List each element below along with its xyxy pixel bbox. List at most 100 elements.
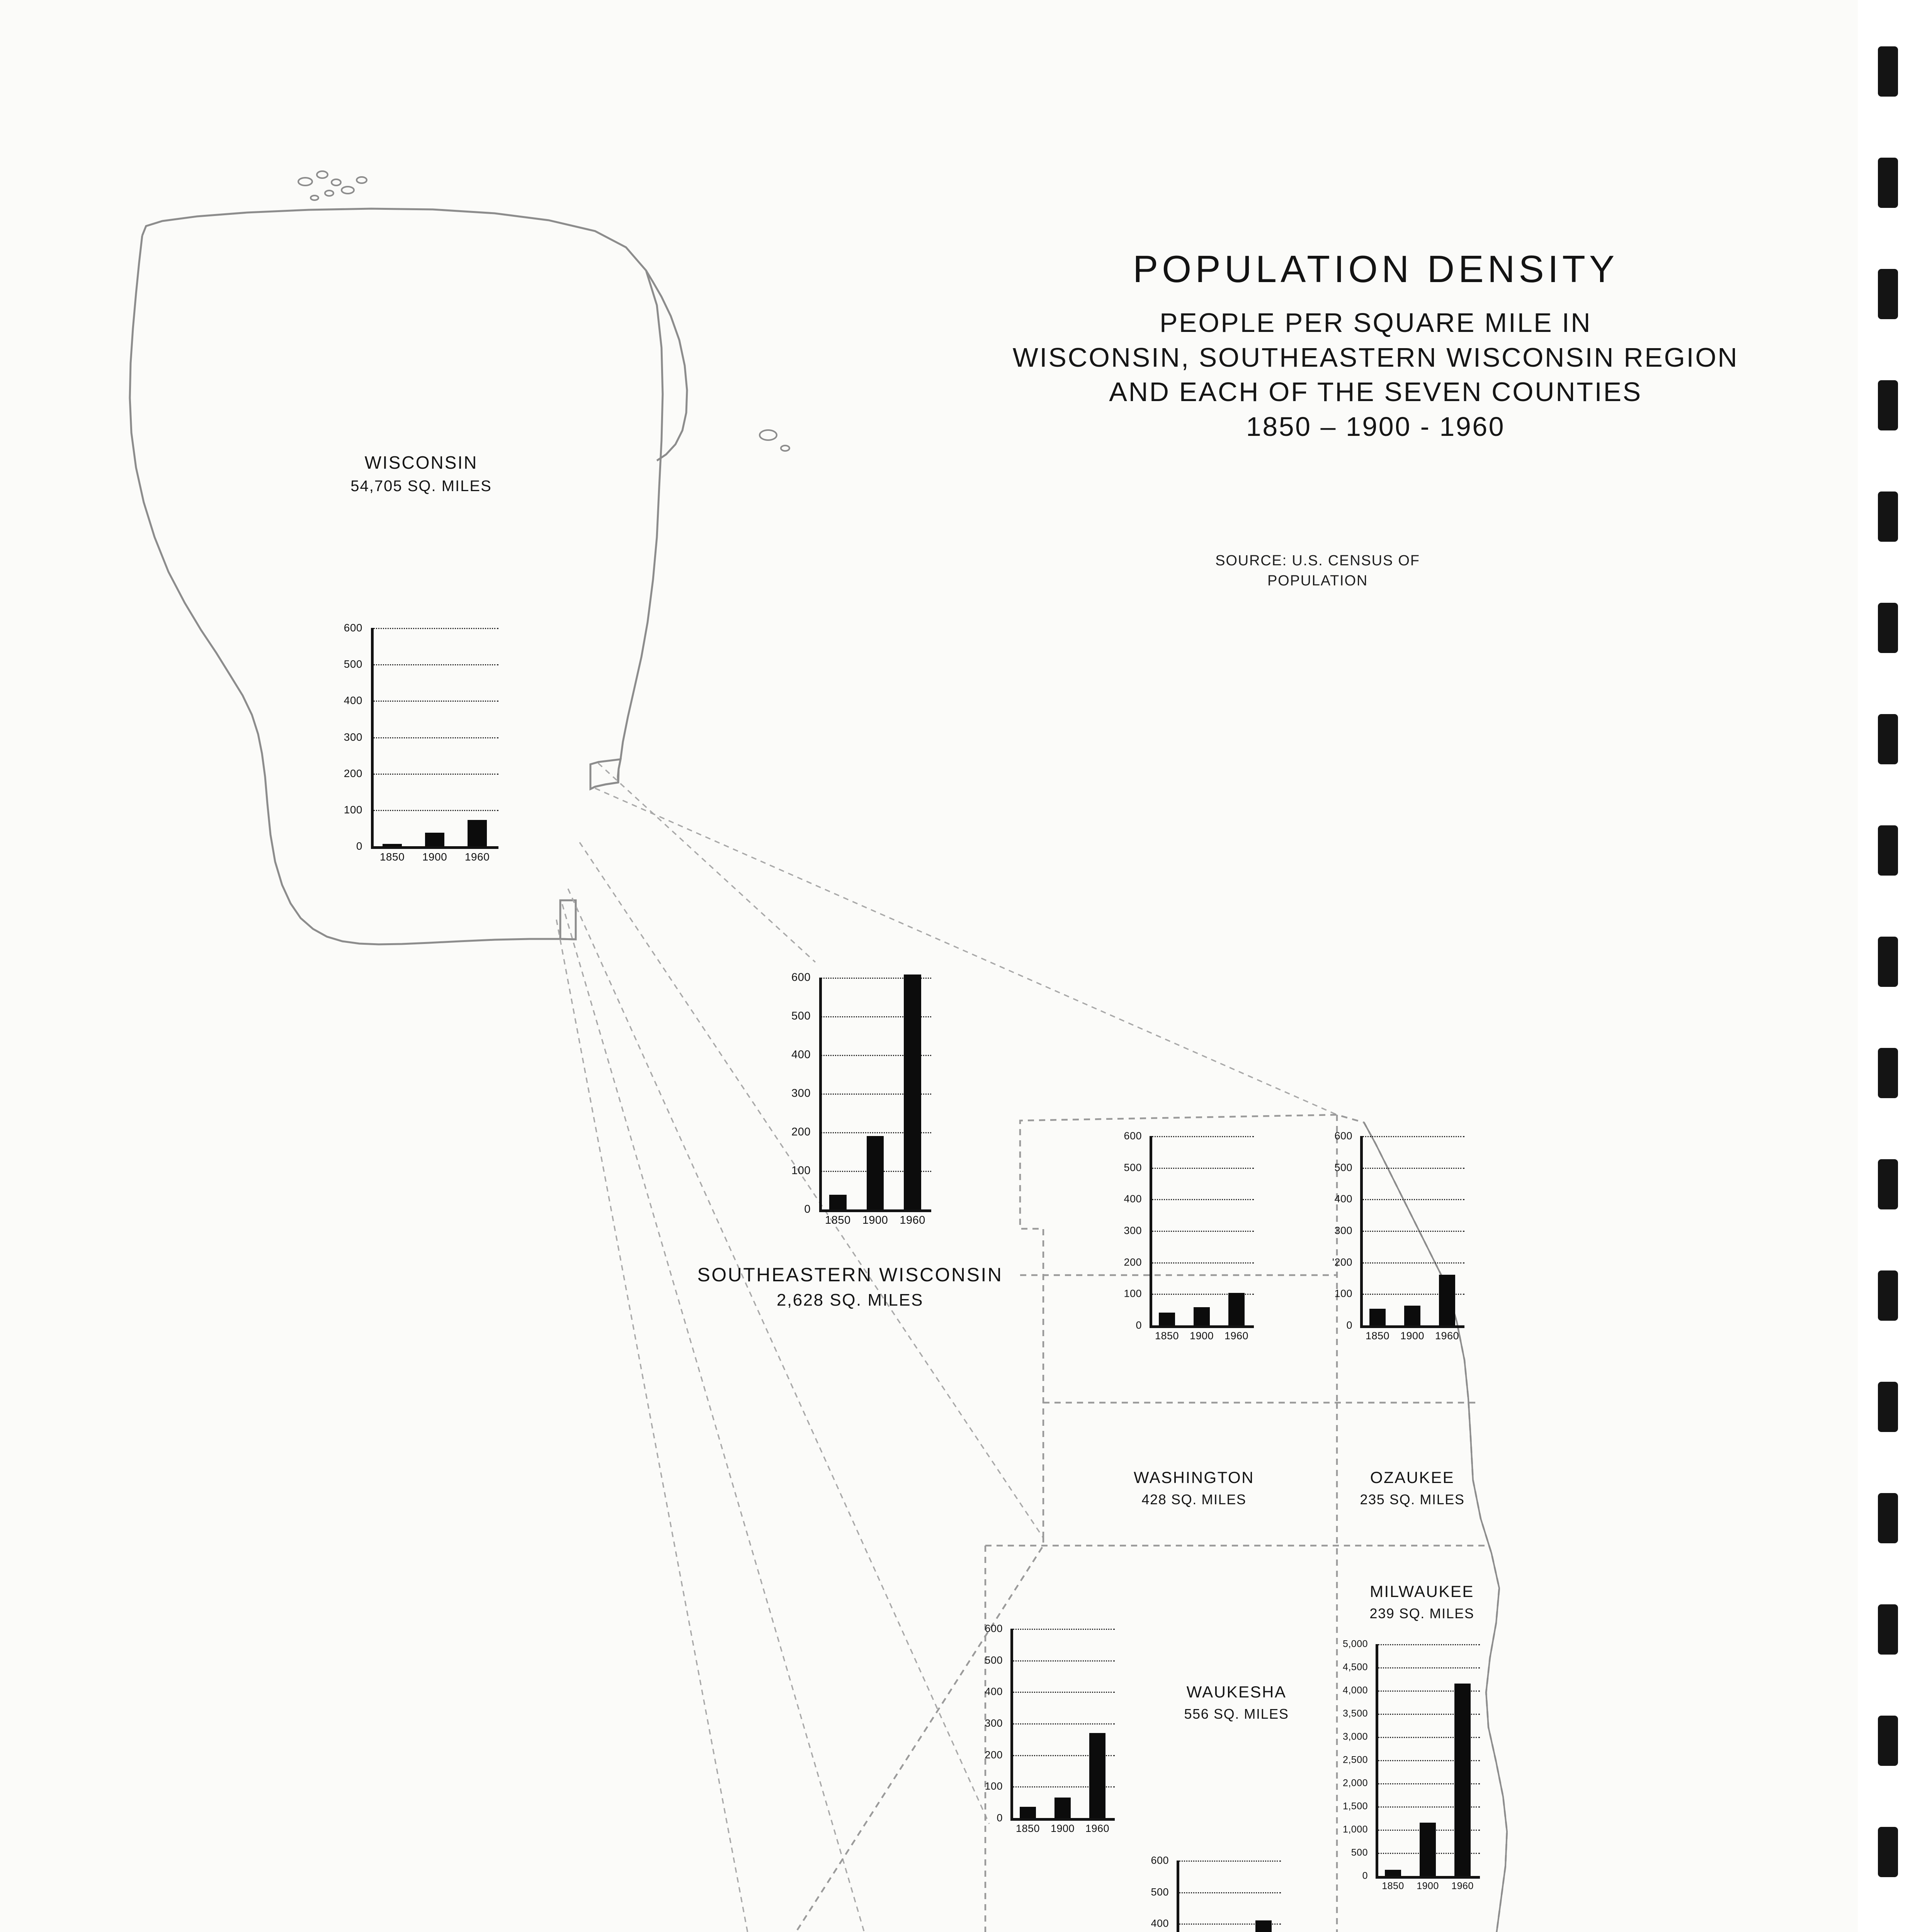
gridline: [1376, 1806, 1480, 1808]
bar-1900: [1194, 1307, 1210, 1325]
caption-washington: WASHINGTON 428 SQ. MILES: [1074, 1468, 1314, 1508]
bar-1960: [1228, 1293, 1245, 1325]
binder-punch-hole: [1878, 603, 1898, 653]
y-axis-line: [1150, 1136, 1152, 1325]
gridline: [1376, 1783, 1480, 1784]
gridline: [819, 1016, 931, 1017]
caption-wisconsin: WISCONSIN 54,705 SQ. MILES: [294, 452, 549, 495]
gridline: [371, 628, 498, 629]
bar-1900: [1404, 1306, 1420, 1325]
caption-milwaukee-name: MILWAUKEE: [1370, 1582, 1474, 1600]
x-axis-tick-label: 1850: [1382, 1881, 1404, 1891]
caption-waukesha-area: 556 SQ. MILES: [1184, 1706, 1289, 1722]
binder-punch-hole: [1878, 1716, 1898, 1766]
gridline: [1376, 1714, 1480, 1715]
x-axis-tick-label: 1960: [1451, 1881, 1474, 1891]
gridline: [1360, 1294, 1464, 1295]
y-axis-tick-label: 600: [344, 622, 362, 634]
y-axis-tick-label: 300: [344, 731, 362, 743]
x-axis-tick-label: 1960: [900, 1214, 925, 1226]
gridline: [371, 737, 498, 738]
bar-1960: [1439, 1275, 1455, 1325]
y-axis-line: [1376, 1644, 1378, 1876]
y-axis-tick-label: 0: [356, 840, 362, 852]
gridline: [1376, 1644, 1480, 1645]
y-axis-tick-label: 0: [1346, 1319, 1352, 1331]
island-outline: [298, 177, 313, 186]
y-axis-tick-label: 0: [1136, 1319, 1142, 1331]
bar-1900: [1420, 1823, 1436, 1876]
gridline: [1360, 1167, 1464, 1169]
gridline: [819, 1055, 931, 1056]
y-axis-line: [819, 978, 822, 1209]
bar-1960: [467, 820, 487, 846]
gridline: [1150, 1294, 1254, 1295]
y-axis-tick-label: 600: [985, 1622, 1003, 1634]
gridline: [819, 978, 931, 979]
gridline: [819, 1132, 931, 1133]
gridline: [1360, 1199, 1464, 1201]
y-axis-tick-label: 0: [804, 1203, 811, 1216]
y-axis-tick-label: 200: [344, 767, 362, 779]
x-axis-tick-label: 1850: [1365, 1330, 1390, 1342]
x-axis-tick-label: 1850: [379, 851, 405, 863]
leader-line: [567, 888, 990, 1824]
x-axis-tick-label: 1960: [1435, 1330, 1459, 1342]
y-axis-tick-label: 100: [1124, 1287, 1142, 1299]
binder-punch-hole: [1878, 825, 1898, 876]
x-axis-line: [1010, 1818, 1115, 1821]
island-outline: [356, 176, 367, 184]
y-axis-tick-label: 200: [985, 1749, 1003, 1761]
caption-washington-area: 428 SQ. MILES: [1141, 1492, 1247, 1507]
gridline: [1010, 1755, 1115, 1756]
y-axis-tick-label: 500: [344, 658, 362, 670]
binder-punch-hole: [1878, 937, 1898, 987]
island-outline: [331, 179, 342, 186]
y-axis-tick-label: 500: [791, 1010, 811, 1022]
region-inset-outline-2: [559, 899, 577, 940]
caption-washington-name: WASHINGTON: [1133, 1468, 1254, 1486]
binder-punch-hole: [1878, 46, 1898, 97]
y-axis-tick-label: 0: [1362, 1870, 1368, 1881]
gridline: [1376, 1737, 1480, 1738]
gridline: [1360, 1262, 1464, 1264]
island-outline: [310, 195, 319, 201]
x-axis-tick-label: 1850: [1155, 1330, 1179, 1342]
page-title: POPULATION DENSITY: [1133, 248, 1619, 290]
bar-1850: [1159, 1313, 1175, 1325]
x-axis-tick-label: 1900: [1050, 1823, 1075, 1834]
gridline: [1010, 1660, 1115, 1662]
y-axis-tick-label: 2,000: [1342, 1777, 1368, 1789]
caption-ozaukee-area: 235 SQ. MILES: [1360, 1492, 1465, 1507]
gridline: [1376, 1667, 1480, 1668]
gridline: [1150, 1231, 1254, 1232]
y-axis-tick-label: 400: [985, 1685, 1003, 1697]
x-axis-tick-label: 1850: [825, 1214, 851, 1226]
gridline: [1360, 1231, 1464, 1232]
y-axis-tick-label: 300: [1334, 1225, 1352, 1236]
binder-punch-hole: [1878, 1048, 1898, 1098]
x-axis-line: [1150, 1325, 1254, 1328]
binder-punch-hole: [1878, 269, 1898, 319]
leader-line: [597, 762, 816, 963]
leader-line: [556, 919, 748, 1932]
x-axis-tick-label: 1960: [464, 851, 490, 863]
leader-line: [595, 787, 1337, 1116]
bar-1900: [425, 833, 445, 846]
gridline: [1376, 1760, 1480, 1761]
y-axis-tick-label: 500: [1151, 1886, 1169, 1898]
y-axis-line: [1360, 1136, 1363, 1325]
y-axis-tick-label: 600: [1124, 1130, 1142, 1142]
subtitle-line-2: WISCONSIN, SOUTHEASTERN WISCONSIN REGION: [1012, 342, 1739, 372]
x-axis-line: [1360, 1325, 1464, 1328]
y-axis-tick-label: 5,000: [1342, 1638, 1368, 1650]
